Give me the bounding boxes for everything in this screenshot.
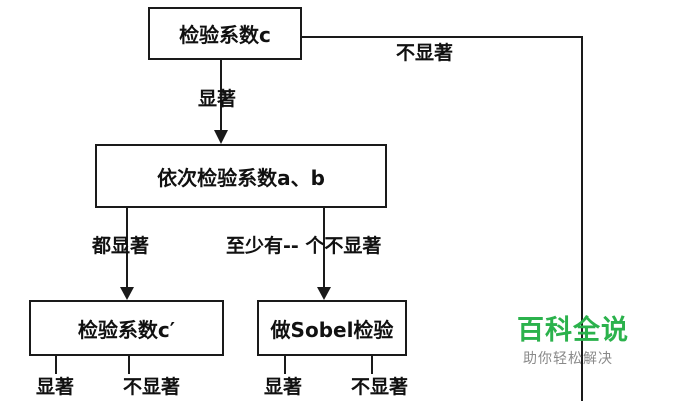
arrowhead-to-sobel [317,287,331,300]
arrowhead-to-ab [214,130,228,144]
box-sobel: 做Sobel检验 [257,300,407,356]
line-c-not-significant [302,36,583,401]
watermark-logo-text: 百科全说 [517,315,629,346]
label-cprime-not-significant: 不显著 [123,376,181,398]
box-test-ab: 依次检验系数a、b [95,144,387,208]
box-sobel-label: 做Sobel检验 [270,317,394,342]
label-sobel-significant: 显著 [264,376,303,398]
label-ab-at-least-one-not: 至少有-- 个不显著 [226,235,382,257]
box-test-c: 检验系数c [148,7,302,60]
label-ab-all-significant: 都显著 [92,235,150,257]
arrowhead-to-cprime [120,287,134,300]
box-test-c-prime-label: 检验系数c′ [77,317,176,342]
box-test-c-prime: 检验系数c′ [29,300,224,356]
label-c-not-significant: 不显著 [396,42,454,64]
box-test-c-label: 检验系数c [179,23,271,47]
label-sobel-not-significant: 不显著 [351,376,409,398]
box-test-ab-label: 依次检验系数a、b [157,165,325,190]
label-c-significant: 显著 [198,88,237,110]
watermark-slogan: 助你轻松解决 [523,351,613,367]
label-cprime-significant: 显著 [36,376,75,398]
